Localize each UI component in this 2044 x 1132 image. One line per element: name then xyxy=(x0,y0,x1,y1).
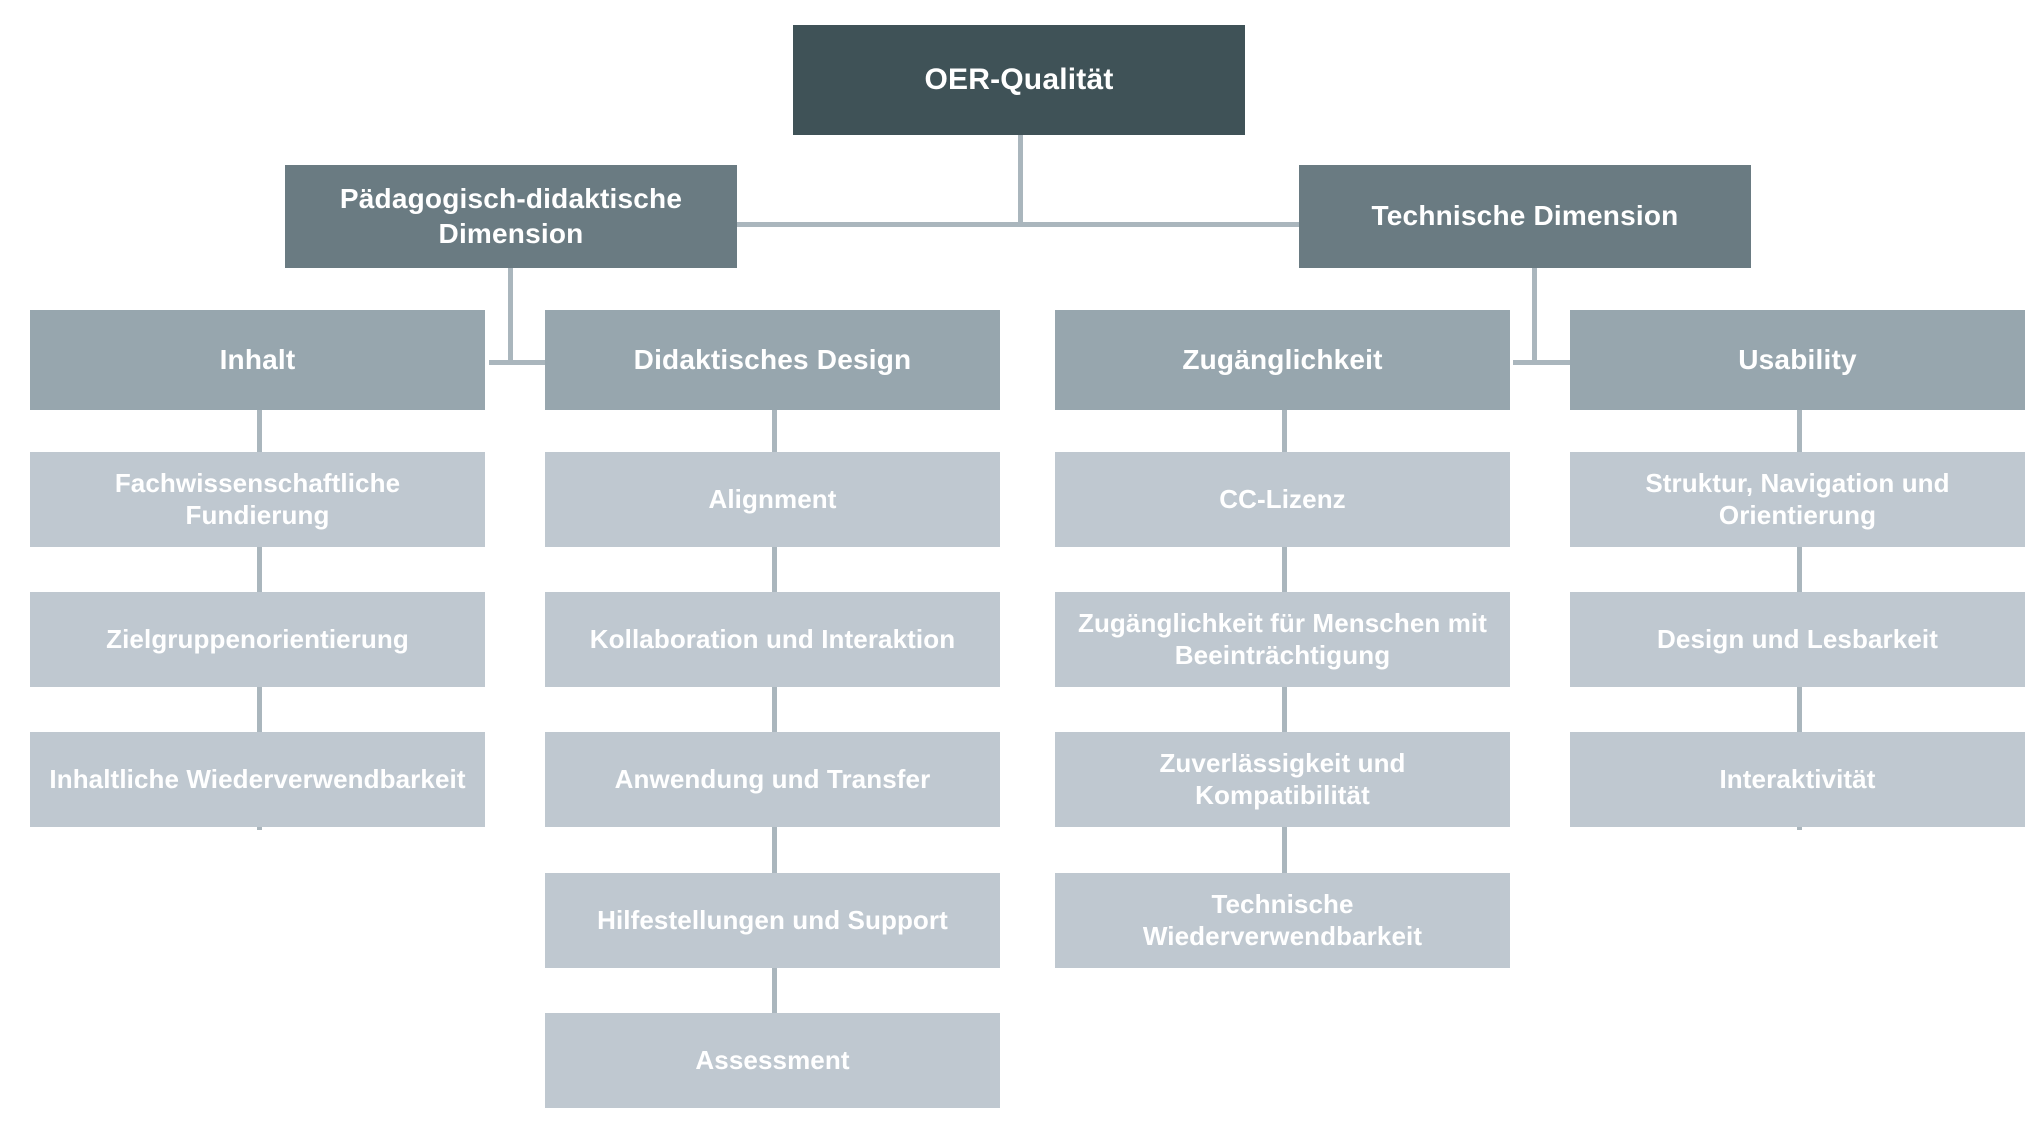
connector-dimension-2-to-categories xyxy=(1513,360,1571,365)
node-leaf-zielgruppenorientierung[interactable]: Zielgruppenorientierung xyxy=(30,592,485,687)
node-category-didaktisches-design[interactable]: Didaktisches Design xyxy=(545,310,1000,410)
node-label: Design und Lesbarkeit xyxy=(1657,623,1938,654)
node-label: Zielgruppenorientierung xyxy=(106,623,409,654)
node-label: Inhalt xyxy=(219,343,296,375)
node-category-usability[interactable]: Usability xyxy=(1570,310,2025,410)
node-label: Pädagogisch-didaktische Dimension xyxy=(339,183,683,249)
node-leaf-hilfestellungen-und-support[interactable]: Hilfestellungen und Support xyxy=(545,873,1000,968)
node-leaf-cc-lizenz[interactable]: CC-Lizenz xyxy=(1055,452,1510,547)
node-label: Interaktivität xyxy=(1719,763,1876,794)
node-leaf-struktur-navigation-und-orientierung[interactable]: Struktur, Navigation und Orientierung xyxy=(1570,452,2025,547)
connector-root-stem xyxy=(1018,135,1023,225)
node-leaf-inhaltliche-wiederverwendbarkeit[interactable]: Inhaltliche Wiederverwendbarkeit xyxy=(30,732,485,827)
node-label: Kollaboration und Interaktion xyxy=(589,623,956,654)
node-label: Zugänglichkeit xyxy=(1182,343,1383,375)
node-leaf-zuverlaessigkeit-und-kompatibilitaet[interactable]: Zuverlässigkeit und Kompatibilität xyxy=(1055,732,1510,827)
node-leaf-technische-wiederverwendbarkeit[interactable]: Technische Wiederverwendbarkeit xyxy=(1055,873,1510,968)
connector-dimension-2-stem xyxy=(1532,268,1537,363)
connector-dimension-1-to-categories xyxy=(489,360,547,365)
node-leaf-design-und-lesbarkeit[interactable]: Design und Lesbarkeit xyxy=(1570,592,2025,687)
node-leaf-anwendung-und-transfer[interactable]: Anwendung und Transfer xyxy=(545,732,1000,827)
node-leaf-interaktivitaet[interactable]: Interaktivität xyxy=(1570,732,2025,827)
node-label: Struktur, Navigation und Orientierung xyxy=(1645,467,1950,530)
node-root-oer-qualitaet[interactable]: OER-Qualität xyxy=(793,25,1245,135)
node-dimension-paedagogisch-didaktische[interactable]: Pädagogisch-didaktische Dimension xyxy=(285,165,737,268)
node-label: Alignment xyxy=(708,483,837,514)
node-label: Anwendung und Transfer xyxy=(614,763,931,794)
node-label: Inhaltliche Wiederverwendbarkeit xyxy=(49,763,466,794)
node-label: CC-Lizenz xyxy=(1219,483,1346,514)
node-label: Zuverlässigkeit und Kompatibilität xyxy=(1159,747,1406,810)
node-label: Fachwissenschaftliche Fundierung xyxy=(114,467,401,530)
node-label: Technische Wiederverwendbarkeit xyxy=(1142,888,1423,951)
node-label: Didaktisches Design xyxy=(633,343,912,375)
node-leaf-fachwissenschaftliche-fundierung[interactable]: Fachwissenschaftliche Fundierung xyxy=(30,452,485,547)
node-dimension-technische[interactable]: Technische Dimension xyxy=(1299,165,1751,268)
node-label: Hilfestellungen und Support xyxy=(597,904,948,935)
node-leaf-alignment[interactable]: Alignment xyxy=(545,452,1000,547)
node-category-zugaenglichkeit[interactable]: Zugänglichkeit xyxy=(1055,310,1510,410)
node-category-inhalt[interactable]: Inhalt xyxy=(30,310,485,410)
node-label: OER-Qualität xyxy=(924,62,1114,96)
node-label: Usability xyxy=(1738,343,1857,375)
node-label: Technische Dimension xyxy=(1371,200,1679,232)
node-leaf-kollaboration-und-interaktion[interactable]: Kollaboration und Interaktion xyxy=(545,592,1000,687)
node-leaf-zugaenglichkeit-fuer-menschen-mit-beeintraechtigung[interactable]: Zugänglichkeit für Menschen mit Beeinträ… xyxy=(1055,592,1510,687)
node-label: Zugänglichkeit für Menschen mit Beeinträ… xyxy=(1077,607,1488,670)
connector-dimension-1-stem xyxy=(508,268,513,363)
connector-root-to-dimensions xyxy=(737,222,1299,227)
node-label: Assessment xyxy=(695,1044,850,1075)
node-leaf-assessment[interactable]: Assessment xyxy=(545,1013,1000,1108)
